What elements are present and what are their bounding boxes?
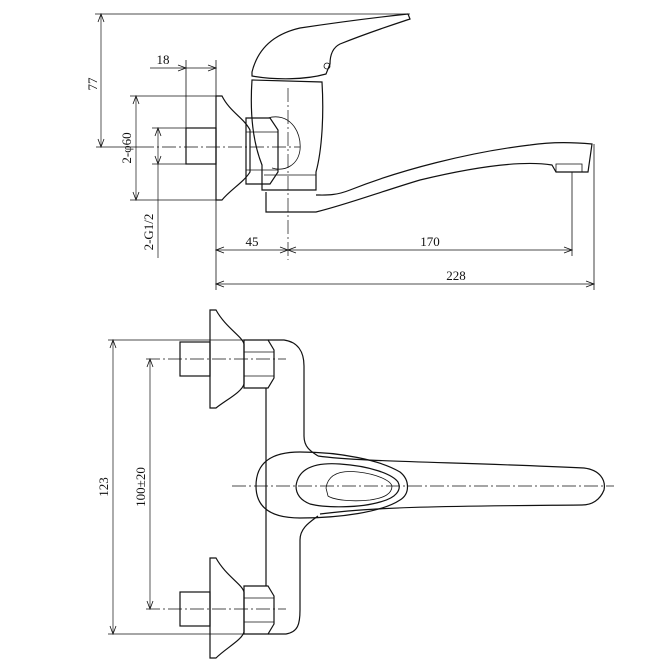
lower-nut <box>243 585 275 635</box>
lever-grip <box>295 463 400 508</box>
spout <box>265 142 593 213</box>
upper-nut <box>243 339 275 389</box>
arrow <box>207 64 218 72</box>
dim-center-distance: 100±20 <box>133 467 148 507</box>
arrow <box>109 625 117 636</box>
arrow <box>154 155 162 166</box>
wall-flange <box>215 95 251 201</box>
dim-thread-depth: 18 <box>157 52 170 67</box>
dim-spout-reach: 170 <box>420 234 440 249</box>
threaded-connector <box>185 127 217 165</box>
arrow <box>214 280 225 288</box>
arrow <box>214 246 225 254</box>
lever-top <box>255 451 409 519</box>
arrow <box>286 246 297 254</box>
body-pipe <box>268 339 319 635</box>
arrow <box>109 338 117 349</box>
arrow <box>146 600 154 611</box>
aerator <box>555 163 583 172</box>
arrow <box>177 64 188 72</box>
arrow <box>97 12 105 23</box>
lower-flange <box>209 557 245 659</box>
top-view: 123 100±20 <box>96 309 614 659</box>
side-view: 77 18 2-φ60 2-G1/2 45 170 <box>85 12 596 290</box>
lever-handle <box>251 13 411 80</box>
dim-overall-length: 228 <box>446 268 466 283</box>
dim-offset: 45 <box>246 234 259 249</box>
handle-screw <box>323 62 331 70</box>
valve-body <box>250 79 324 191</box>
dim-height-top: 77 <box>85 77 100 91</box>
arrow <box>132 191 140 202</box>
arrow <box>146 357 154 368</box>
dim-thread-size: 2-G1/2 <box>141 214 156 251</box>
body-curve <box>267 116 301 170</box>
arrow <box>154 126 162 137</box>
arrow <box>132 94 140 105</box>
dim-flange-diameter: 2-φ60 <box>119 132 134 163</box>
spout-top <box>317 455 605 515</box>
arrow <box>585 280 596 288</box>
arrow <box>563 246 574 254</box>
hex-nut <box>245 117 279 185</box>
dim-overall-width: 123 <box>96 477 111 497</box>
